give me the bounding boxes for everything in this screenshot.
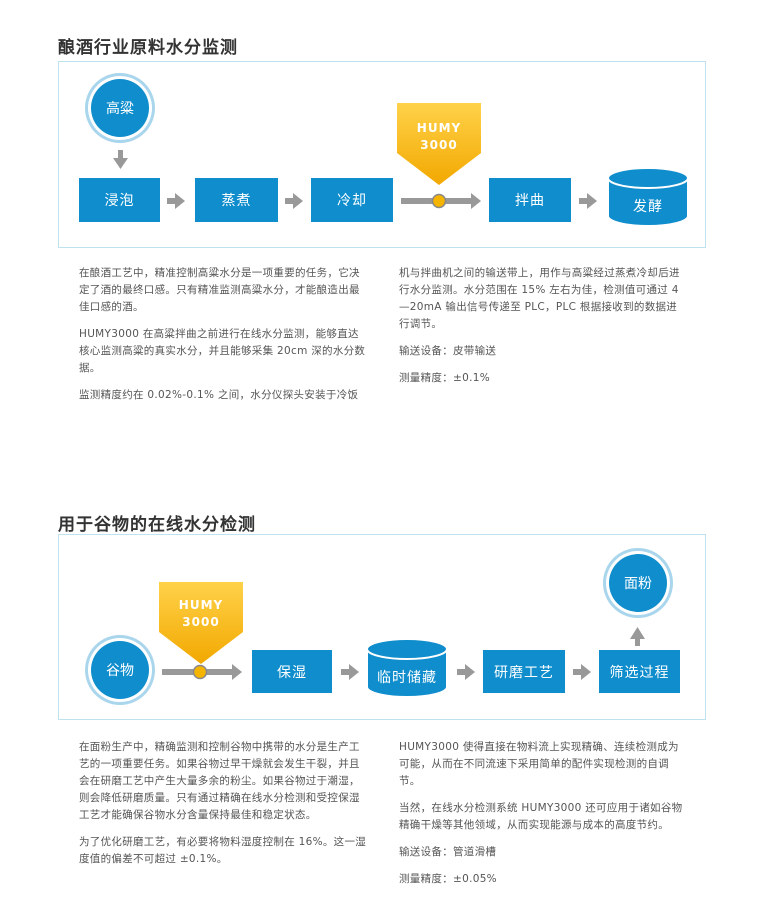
step-grinding: 研磨工艺 [483, 650, 565, 693]
down-arrow-shaft [118, 150, 123, 158]
sensor-dot-icon [192, 664, 208, 680]
sensor-label-line1: HUMY [416, 121, 462, 135]
paragraph: HUMY3000 使得直接在物料流上实现精确、连续检测成为可能，从而在不同流速下… [399, 741, 679, 787]
down-arrow-icon [113, 158, 128, 169]
source-circle: 高粱 [91, 79, 149, 137]
step-soak: 浸泡 [79, 178, 160, 222]
paragraph: 在面粉生产中，精确监测和控制谷物中携带的水分是生产工艺的一项重要任务。如果谷物过… [79, 741, 360, 821]
step-mix-koji: 拌曲 [489, 178, 571, 222]
section1-title: 酿酒行业原料水分监测 [58, 38, 238, 58]
source-label: 谷物 [106, 663, 134, 679]
fermentation-tank: 发酵 [606, 166, 690, 228]
sensor-label-line1: HUMY [178, 598, 224, 612]
arrow-right-icon [457, 664, 475, 680]
section1-text-right: 机与拌曲机之间的输送带上，用作与高粱经过蒸煮冷却后进行水分监测。水分范围在 15… [399, 265, 687, 397]
section2-arrows [162, 627, 645, 680]
arrow-right-icon [573, 664, 591, 680]
step-steam: 蒸煮 [195, 178, 278, 222]
sensor-label-line2: 3000 [420, 138, 458, 152]
sensor-label-line2: 3000 [182, 615, 220, 629]
storage-label: 临时储藏 [377, 670, 437, 686]
fermentation-label: 发酵 [633, 199, 663, 215]
source-label: 高粱 [106, 101, 134, 117]
section1-text-left: 在酿酒工艺中，精准控制高粱水分是一项重要的任务，它决定了酒的最终口感。只有精准监… [79, 265, 367, 414]
step-humidify: 保湿 [252, 650, 332, 693]
flour-label: 面粉 [624, 576, 652, 592]
source-circle: 谷物 [91, 641, 149, 699]
section1-diagram: 高粱 HUMY 3000 浸泡 蒸煮 冷却 拌曲 发酵 [58, 61, 706, 248]
paragraph: 机与拌曲机之间的输送带上，用作与高粱经过蒸煮冷却后进行水分监测。水分范围在 15… [399, 267, 680, 330]
paragraph: 测量精度：±0.05% [399, 873, 497, 885]
up-arrow-shaft [635, 639, 640, 646]
section1-arrows [113, 150, 597, 209]
section2-text-left: 在面粉生产中，精确监测和控制谷物中携带的水分是生产工艺的一项重要任务。如果谷物过… [79, 739, 367, 878]
paragraph: 为了优化研磨工艺，有必要将物料湿度控制在 16%。这一湿度值的偏差不可超过 ±0… [79, 836, 367, 865]
paragraph: HUMY3000 在高粱拌曲之前进行在线水分监测，能够直达核心监测高粱的真实水分… [79, 328, 366, 374]
step-screening: 筛选过程 [599, 650, 680, 693]
humy3000-sensor-badge: HUMY 3000 [159, 582, 243, 664]
arrow-right-icon [285, 193, 303, 209]
arrow-right-icon [579, 193, 597, 209]
up-arrow-icon [630, 627, 645, 639]
temporary-storage-tank: 临时储藏 [365, 637, 449, 699]
sensor-dot-icon [431, 193, 447, 209]
flour-circle: 面粉 [609, 554, 667, 612]
step-cool: 冷却 [311, 178, 393, 222]
paragraph: 输送设备：皮带输送 [399, 345, 497, 357]
arrow-right-icon [341, 664, 359, 680]
paragraph: 输送设备：管道滑槽 [399, 846, 497, 858]
arrow-right-icon [167, 193, 185, 209]
section2-diagram: 谷物 HUMY 3000 保湿 临时储藏 研磨工艺 筛选过程 面粉 [58, 534, 706, 720]
paragraph: 当然，在线水分检测系统 HUMY3000 还可应用于诸如谷物精确干燥等其他领域，… [399, 802, 683, 831]
humy3000-sensor-badge: HUMY 3000 [397, 103, 481, 185]
section2-text-right: HUMY3000 使得直接在物料流上实现精确、连续检测成为可能，从而在不同流速下… [399, 739, 687, 898]
paragraph: 测量精度：±0.1% [399, 372, 490, 384]
paragraph: 在酿酒工艺中，精准控制高粱水分是一项重要的任务，它决定了酒的最终口感。只有精准监… [79, 267, 360, 313]
section2-title: 用于谷物的在线水分检测 [58, 515, 256, 535]
paragraph: 监测精度约在 0.02%-0.1% 之间，水分仪探头安装于冷饭 [79, 389, 359, 401]
